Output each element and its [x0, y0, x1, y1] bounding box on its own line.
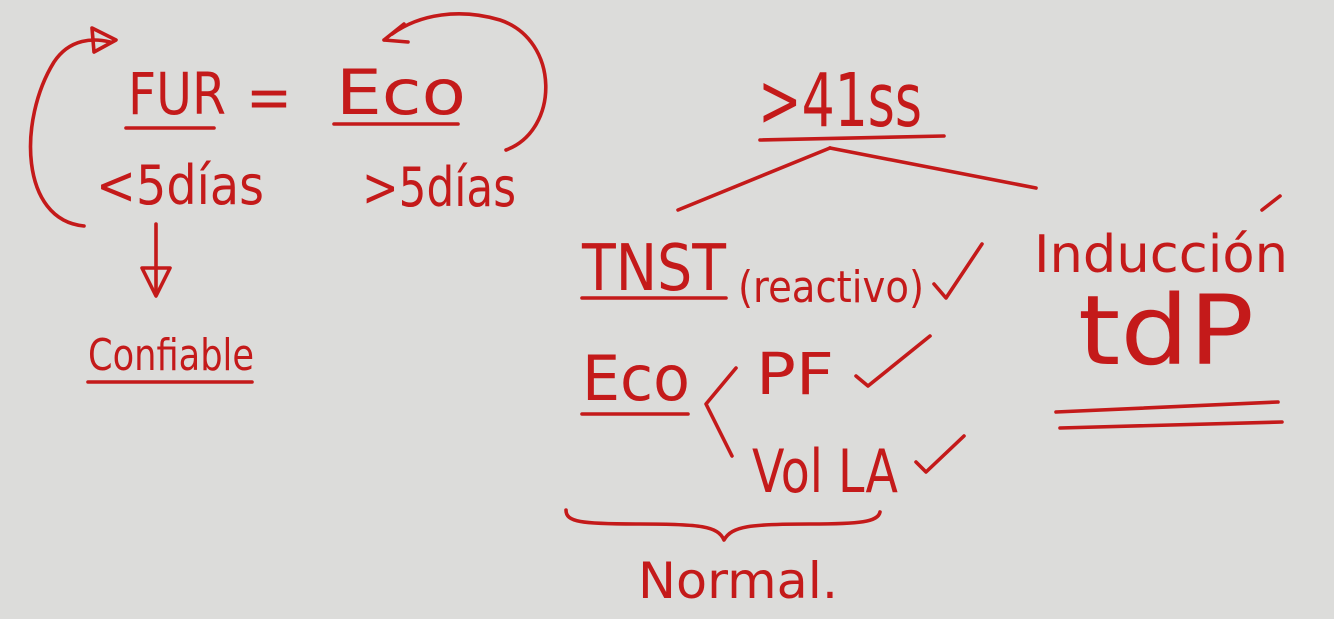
accent-mark	[1260, 194, 1282, 212]
normal-label: Normal.	[638, 552, 838, 610]
less-than-5-days: <5días	[96, 154, 264, 217]
left-loop-arrow	[28, 38, 112, 228]
induccion-label: Inducción	[1034, 225, 1288, 285]
left-loop-arrowhead	[90, 26, 118, 54]
eco-label-top: Eco	[336, 56, 466, 129]
tnst-label: TNST	[581, 232, 727, 306]
vol-la-label: Vol LA	[752, 437, 898, 507]
pf-label: PF	[756, 340, 834, 408]
double-underline-bottom	[1058, 420, 1284, 430]
right-loop-arrowhead	[382, 22, 410, 44]
down-arrow-head	[140, 266, 172, 298]
bracket-icon	[704, 366, 738, 458]
right-loop-arrow	[390, 12, 548, 152]
branch-left	[676, 146, 832, 212]
double-underline-top	[1054, 400, 1280, 414]
more-than-5-days: >5días	[362, 156, 516, 219]
check-icon	[914, 434, 966, 474]
reactivo-label: (reactivo)	[738, 262, 924, 313]
confiable-label: Confiable	[88, 330, 254, 381]
weeks-header: >41ss	[758, 58, 922, 144]
check-icon	[854, 334, 932, 388]
branch-right	[828, 146, 1038, 190]
header-underline	[758, 134, 946, 142]
eco-label-bottom: Eco	[582, 342, 690, 415]
check-icon	[932, 242, 984, 300]
equals-sign: =	[246, 63, 292, 133]
curly-brace-icon	[564, 508, 882, 542]
fur-label: FUR	[128, 60, 226, 128]
tdp-label: tdP	[1078, 275, 1254, 387]
